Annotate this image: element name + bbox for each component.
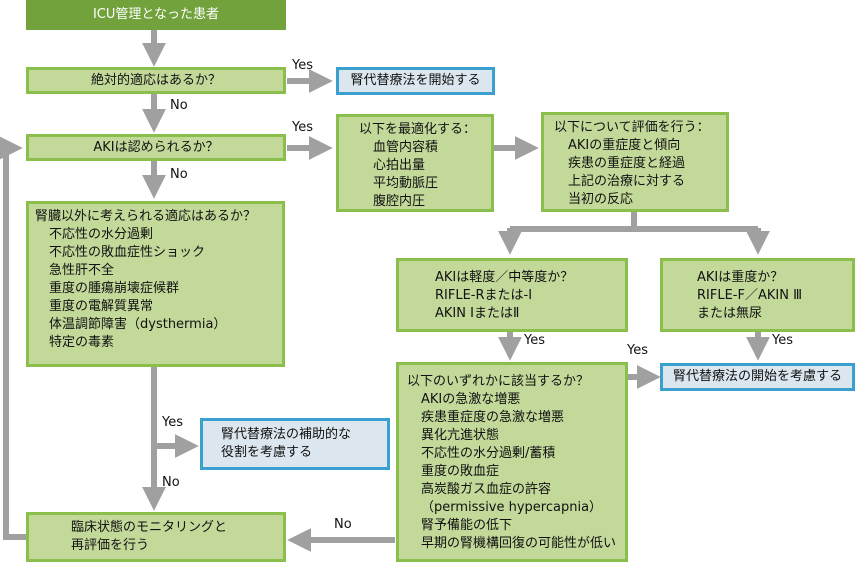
any-of-item: 重度の敗血症: [421, 464, 500, 479]
any-of-item: 疾患重症度の急激な増悪: [421, 410, 565, 425]
monitor-line: 臨床状態のモニタリングと: [71, 520, 228, 535]
decision-aki-recognized-label: AKIは認められるか？: [93, 139, 219, 155]
non-renal-heading: 腎臓以外に考えられる適応はあるか？: [35, 209, 257, 224]
process-evaluate: 以下について評価を行う： AKIの重症度と傾向 疾患の重症度と経過 上記の治療に…: [541, 112, 729, 212]
label-no-absolute: No: [170, 98, 188, 113]
optimize-item: 心拍出量: [373, 158, 426, 173]
any-of-item: 早期の腎機構回復の可能性が低い: [421, 536, 617, 551]
decision-any-of: 以下のいずれかに該当するか？ AKIの急激な増悪 疾患重症度の急激な増悪 異化亢…: [396, 362, 628, 562]
action-start-rrt-label: 腎代替療法を開始する: [350, 73, 481, 88]
arrow-monitor-feedback: [3, 145, 26, 540]
any-of-heading: 以下のいずれかに該当するか？: [407, 374, 590, 389]
process-monitor: 臨床状態のモニタリングと 再評価を行う: [26, 512, 286, 562]
label-no-aki: No: [170, 167, 188, 182]
non-renal-item: 急性肝不全: [49, 263, 115, 278]
adjunct-rrt-line: 役割を考慮する: [221, 445, 313, 460]
adjunct-rrt-line: 腎代替療法の補助的な: [221, 427, 352, 442]
decision-absolute-indication-label: 絶対的適応はあるか？: [90, 72, 221, 88]
any-of-item: AKIの急激な増悪: [421, 392, 521, 407]
aki-severe-line: AKIは重度か？: [697, 270, 784, 285]
non-renal-item: 特定の毒素: [49, 335, 115, 350]
action-adjunct-rrt: 腎代替療法の補助的な 役割を考慮する: [200, 418, 390, 470]
optimize-heading: 以下を最適化する：: [359, 122, 477, 137]
label-yes-aki: Yes: [292, 120, 313, 135]
aki-mild-line: AKIは軽度／中等度か？: [435, 270, 574, 285]
arrow-evaluate-split: [510, 211, 758, 232]
label-yes-anyof: Yes: [627, 343, 648, 358]
non-renal-item: 不応性の敗血症性ショック: [49, 245, 206, 260]
start-node-label: ICU管理となった患者: [92, 7, 220, 22]
any-of-item: 高炭酸ガス血症の許容: [421, 482, 552, 497]
evaluate-heading: 以下について評価を行う：: [554, 120, 710, 135]
non-renal-item: 不応性の水分過剰: [49, 227, 154, 242]
decision-non-renal: 腎臓以外に考えられる適応はあるか？ 不応性の水分過剰 不応性の敗血症性ショック …: [26, 201, 285, 367]
optimize-item: 腹腔内圧: [373, 194, 426, 209]
evaluate-item: 上記の治療に対する: [568, 174, 686, 189]
label-yes-severe: Yes: [772, 333, 793, 348]
decision-aki-recognized: AKIは認められるか？: [26, 134, 286, 161]
any-of-item: 腎予備能の低下: [421, 518, 513, 533]
non-renal-item: 重度の腫瘍崩壊症候群: [49, 281, 180, 296]
any-of-item: 異化亢進状態: [421, 428, 500, 443]
non-renal-item: 体温調節障害（dysthermia）: [49, 317, 227, 332]
non-renal-item: 重度の電解質異常: [49, 299, 154, 314]
decision-aki-severe: AKIは重度か？ RIFLE-F／AKIN Ⅲ または無尿: [660, 258, 855, 332]
evaluate-item: 当初の反応: [568, 192, 634, 207]
evaluate-item: AKIの重症度と傾向: [568, 138, 681, 153]
monitor-line: 再評価を行う: [71, 538, 150, 553]
aki-mild-line: AKIN ⅠまたはⅡ: [435, 306, 520, 321]
evaluate-item: 疾患の重症度と経過: [568, 156, 686, 171]
aki-mild-line: RIFLE-Rまたは-I: [435, 288, 533, 303]
label-yes-nonrenal: Yes: [162, 415, 183, 430]
decision-aki-mild: AKIは軽度／中等度か？ RIFLE-Rまたは-I AKIN ⅠまたはⅡ: [396, 258, 628, 332]
action-consider-rrt: 腎代替療法の開始を考慮する: [660, 363, 855, 391]
action-consider-rrt-label: 腎代替療法の開始を考慮する: [672, 369, 842, 384]
label-yes-mild: Yes: [524, 333, 545, 348]
optimize-item: 血管内容積: [373, 140, 439, 155]
label-no-nonrenal: No: [162, 475, 180, 490]
aki-severe-line: または無尿: [697, 306, 763, 321]
action-start-rrt: 腎代替療法を開始する: [336, 67, 495, 95]
any-of-item: （permissive hypercapnia）: [421, 500, 603, 515]
label-yes-absolute: Yes: [292, 58, 313, 73]
process-optimize: 以下を最適化する： 血管内容積 心拍出量 平均動脈圧 腹腔内圧: [336, 114, 494, 212]
optimize-item: 平均動脈圧: [373, 176, 439, 191]
aki-severe-line: RIFLE-F／AKIN Ⅲ: [697, 288, 803, 303]
decision-absolute-indication: 絶対的適応はあるか？: [26, 67, 286, 94]
start-node: ICU管理となった患者: [26, 0, 286, 30]
label-no-anyof: No: [334, 517, 352, 532]
any-of-item: 不応性の水分過剰/蓄積: [421, 446, 556, 461]
